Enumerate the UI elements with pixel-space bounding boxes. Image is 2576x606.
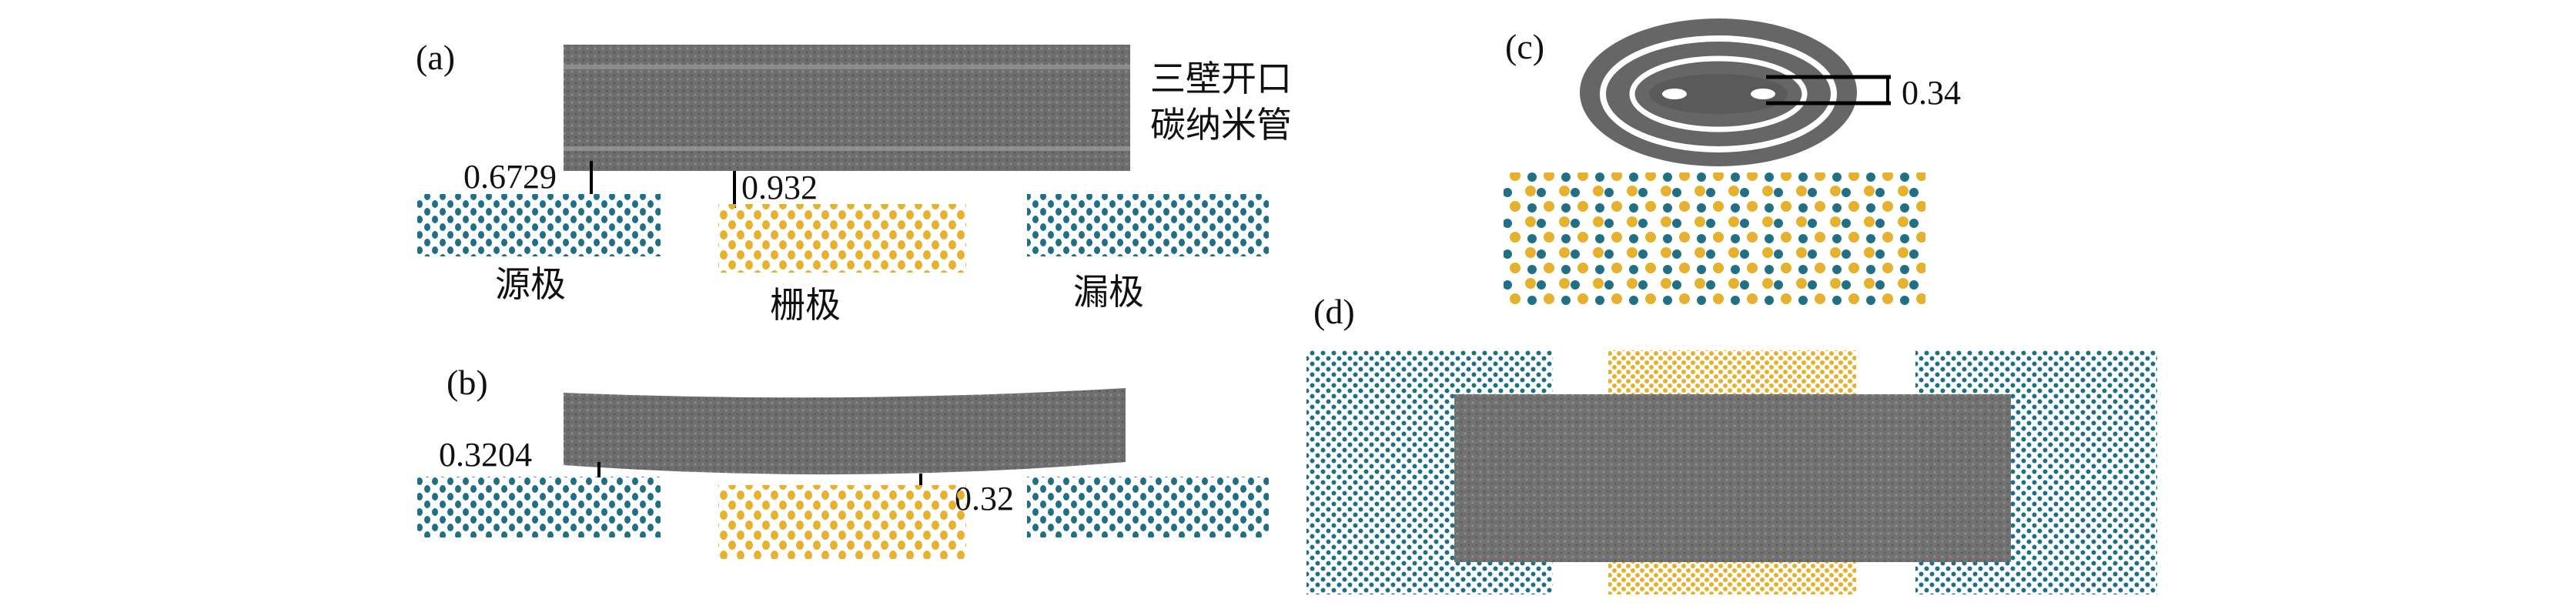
interlayer-distance: 0.34 bbox=[1902, 74, 1961, 112]
inner-void bbox=[1662, 89, 1687, 99]
gate-electrode bbox=[718, 485, 966, 559]
source-label: 源极 bbox=[495, 263, 566, 305]
tube-wall-gap bbox=[1629, 55, 1808, 132]
drain-label: 漏极 bbox=[1073, 271, 1144, 313]
drain-electrode bbox=[1027, 477, 1269, 537]
gap-source-value: 0.6729 bbox=[463, 158, 557, 196]
electrode-cross-section bbox=[1504, 172, 1925, 306]
panel-d-label: (d) bbox=[1313, 292, 1355, 331]
gate-electrode bbox=[718, 204, 966, 273]
gap-gate-value: 0.932 bbox=[741, 169, 818, 206]
gate-label: 栅极 bbox=[770, 284, 841, 326]
nanotube-side-view bbox=[564, 45, 1130, 171]
tube-wall-gap bbox=[1600, 35, 1837, 152]
source-electrode bbox=[417, 194, 661, 256]
panel-a: (a) 三壁开口 碳纳米管 0.6729 0.932 源极 栅极 漏极 bbox=[416, 38, 1292, 326]
tube-wall-highlight bbox=[564, 65, 1130, 69]
tube-label: 碳纳米管 bbox=[1150, 104, 1292, 146]
deformed-nanotube bbox=[564, 388, 1126, 475]
gap-source-value: 0.3204 bbox=[439, 436, 532, 474]
tube-wall-highlight bbox=[564, 146, 1130, 151]
inner-void bbox=[1751, 89, 1775, 99]
tube-label: 三壁开口 bbox=[1150, 58, 1292, 99]
inner-tube bbox=[1649, 74, 1788, 114]
drain-electrode bbox=[1027, 194, 1269, 256]
panel-c: (c) 0.34 bbox=[1504, 18, 1961, 306]
panel-b: (b) 0.3204 0.32 bbox=[417, 363, 1269, 559]
nanotube-top-view bbox=[1454, 394, 2011, 562]
panel-b-label: (b) bbox=[447, 363, 488, 402]
panel-a-label: (a) bbox=[416, 38, 455, 77]
panel-c-label: (c) bbox=[1505, 27, 1544, 66]
source-electrode bbox=[417, 477, 661, 537]
panel-d: (d) bbox=[1306, 292, 2157, 594]
